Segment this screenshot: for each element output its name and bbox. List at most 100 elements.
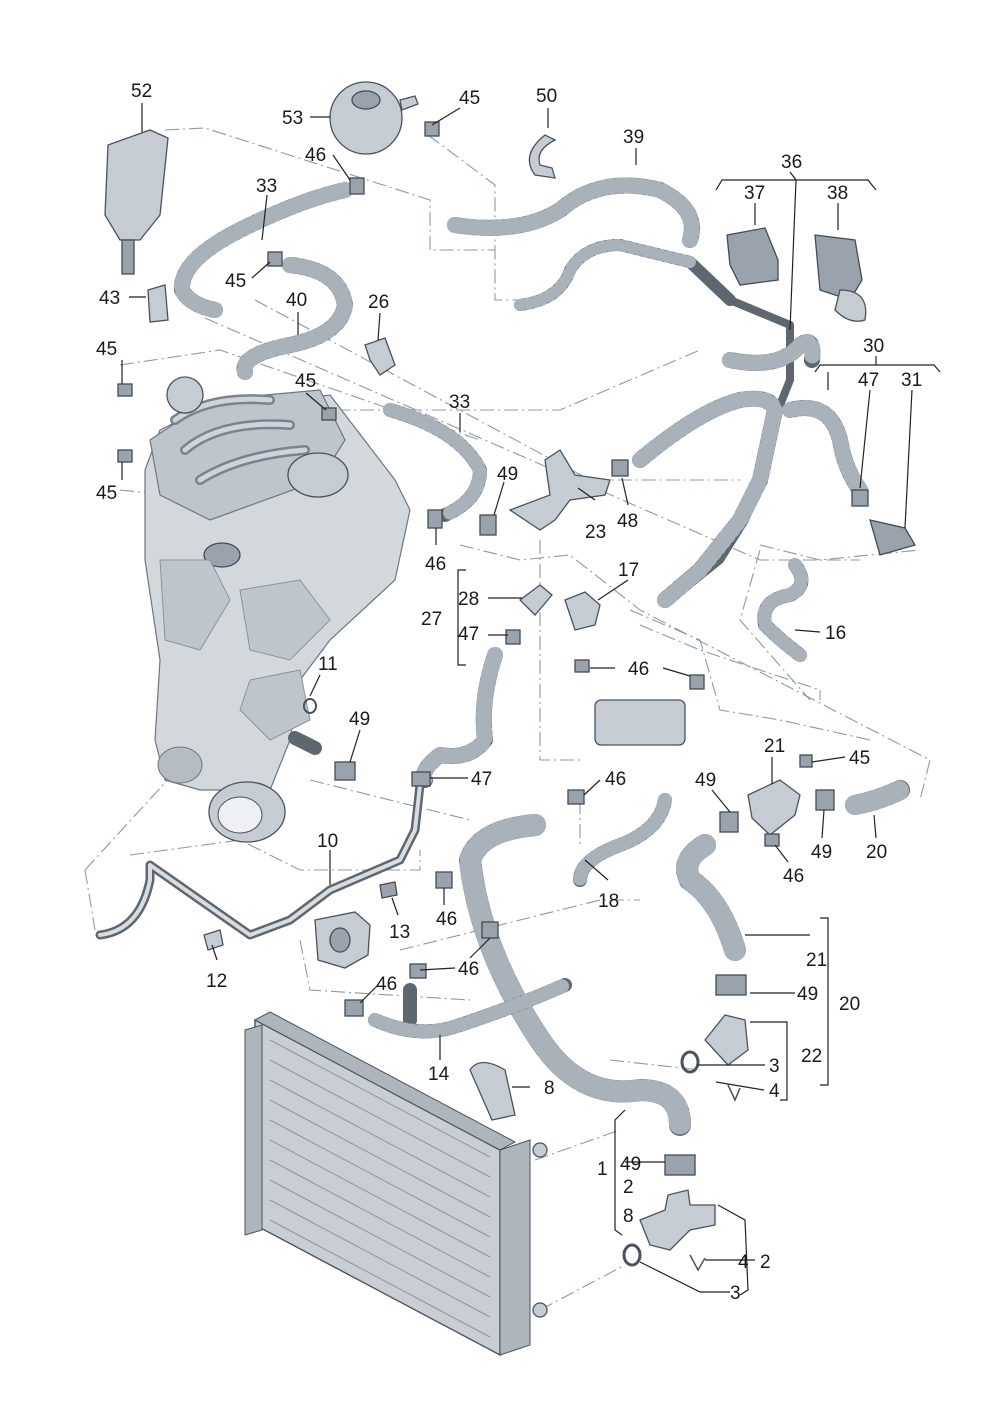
bend-28-icon bbox=[519, 584, 553, 616]
branch-21-icon bbox=[747, 779, 801, 836]
callout-50: 50 bbox=[536, 86, 557, 107]
callout-16: 16 bbox=[825, 623, 846, 644]
clip-31-icon bbox=[869, 519, 916, 556]
callout-46: 46 bbox=[628, 659, 649, 680]
hose-14 bbox=[368, 978, 572, 1039]
callout-10: 10 bbox=[317, 831, 338, 852]
t-piece-1-icon bbox=[639, 1189, 716, 1251]
callout-28: 28 bbox=[458, 589, 479, 610]
connector-17-icon bbox=[564, 591, 601, 631]
callout-46: 46 bbox=[783, 866, 804, 887]
callout-38: 38 bbox=[827, 183, 848, 204]
clamp-46-icon bbox=[409, 963, 427, 979]
clamp-46-icon bbox=[764, 833, 780, 847]
callout-23: 23 bbox=[585, 522, 606, 543]
callout-45: 45 bbox=[459, 88, 480, 109]
tank-outlet-icon bbox=[121, 239, 135, 275]
callout-20: 20 bbox=[839, 994, 860, 1015]
clamp-49-icon bbox=[719, 811, 739, 833]
callout-45: 45 bbox=[96, 483, 117, 504]
hose-33-upper bbox=[174, 182, 353, 318]
hose-18 bbox=[573, 793, 672, 887]
clamp-46-icon bbox=[435, 871, 453, 889]
clamp-49-icon bbox=[715, 974, 747, 996]
connectors bbox=[147, 134, 916, 1272]
clamp-46-icon bbox=[349, 177, 365, 195]
callout-11: 11 bbox=[318, 654, 338, 675]
callout-47: 47 bbox=[458, 624, 479, 645]
callout-46: 46 bbox=[305, 145, 326, 166]
hoses bbox=[95, 177, 910, 1136]
pipe-10 bbox=[95, 780, 425, 940]
callout-46: 46 bbox=[436, 909, 457, 930]
callout-45: 45 bbox=[225, 271, 246, 292]
clamp-49-icon bbox=[334, 761, 356, 781]
pipe-section-22-icon bbox=[704, 1014, 749, 1066]
clip-12-icon bbox=[203, 929, 224, 951]
retaining-clip-4-icon bbox=[689, 1084, 741, 1272]
hose-40 bbox=[236, 257, 353, 380]
callout-13: 13 bbox=[389, 922, 410, 943]
callout-36: 36 bbox=[781, 152, 802, 173]
o-ring-3-icon bbox=[680, 1050, 700, 1074]
o-ring-11-icon bbox=[303, 698, 317, 714]
callout-2: 2 bbox=[623, 1177, 634, 1198]
clamp-45-icon bbox=[117, 449, 133, 463]
callout-46: 46 bbox=[376, 974, 397, 995]
clamp-47-icon bbox=[851, 489, 869, 507]
callout-40: 40 bbox=[286, 290, 307, 311]
callout-52: 52 bbox=[131, 81, 152, 102]
callout-43: 43 bbox=[99, 288, 120, 309]
callout-46: 46 bbox=[458, 959, 479, 980]
hose-20 bbox=[845, 780, 910, 815]
callout-47: 47 bbox=[858, 370, 879, 391]
expansion-tank-52-icon bbox=[104, 129, 169, 241]
connector-23-icon bbox=[508, 449, 611, 531]
callout-49: 49 bbox=[695, 770, 716, 791]
bolt-13-icon bbox=[379, 881, 398, 899]
oil-filler-cap-icon bbox=[203, 542, 241, 568]
throttle-body-icon bbox=[287, 452, 349, 498]
connector-38-icon bbox=[814, 234, 863, 301]
hose-clamps bbox=[117, 121, 869, 1176]
callout-49: 49 bbox=[620, 1154, 641, 1175]
hose-39 bbox=[447, 177, 736, 311]
callout-17: 17 bbox=[618, 560, 639, 581]
callout-labels: 52 53 45 50 39 46 33 36 37 38 45 40 43 2… bbox=[96, 81, 922, 1304]
callout-45: 45 bbox=[96, 339, 117, 360]
engine-block bbox=[144, 376, 411, 843]
callout-33: 33 bbox=[256, 176, 277, 197]
callout-37: 37 bbox=[744, 183, 765, 204]
expansion-tank-53-icon bbox=[329, 81, 403, 155]
callout-39: 39 bbox=[623, 127, 644, 148]
callout-33: 33 bbox=[449, 392, 470, 413]
o-ring-3-lower-icon bbox=[622, 1243, 642, 1267]
clamp-46-icon bbox=[574, 659, 590, 673]
callout-8: 8 bbox=[544, 1078, 555, 1099]
callout-30: 30 bbox=[863, 336, 884, 357]
callout-49: 49 bbox=[797, 984, 818, 1005]
clamp-45-icon bbox=[799, 754, 813, 768]
clamp-46-icon bbox=[344, 999, 364, 1017]
clamp-46-icon bbox=[481, 921, 499, 939]
clamp-46-icon bbox=[567, 789, 585, 805]
callout-21: 21 bbox=[806, 950, 827, 971]
clamp-47-icon bbox=[411, 771, 431, 787]
bracket-8-icon bbox=[469, 1061, 516, 1121]
callout-14: 14 bbox=[428, 1064, 450, 1085]
clip-26-icon bbox=[364, 337, 396, 376]
radiator-icon bbox=[244, 1011, 548, 1357]
clamp-45-icon bbox=[117, 383, 133, 397]
callout-49: 49 bbox=[497, 464, 518, 485]
callout-46: 46 bbox=[425, 554, 446, 575]
callout-1: 1 bbox=[597, 1159, 608, 1180]
callout-18: 18 bbox=[598, 891, 619, 912]
callout-48: 48 bbox=[617, 511, 638, 532]
clamp-48-icon bbox=[611, 459, 629, 477]
hose-16 bbox=[757, 558, 809, 662]
clamp-46-icon bbox=[427, 509, 443, 529]
callout-4: 4 bbox=[769, 1081, 780, 1102]
hose-36-assembly bbox=[632, 296, 868, 608]
clamp-46-icon bbox=[689, 674, 705, 690]
